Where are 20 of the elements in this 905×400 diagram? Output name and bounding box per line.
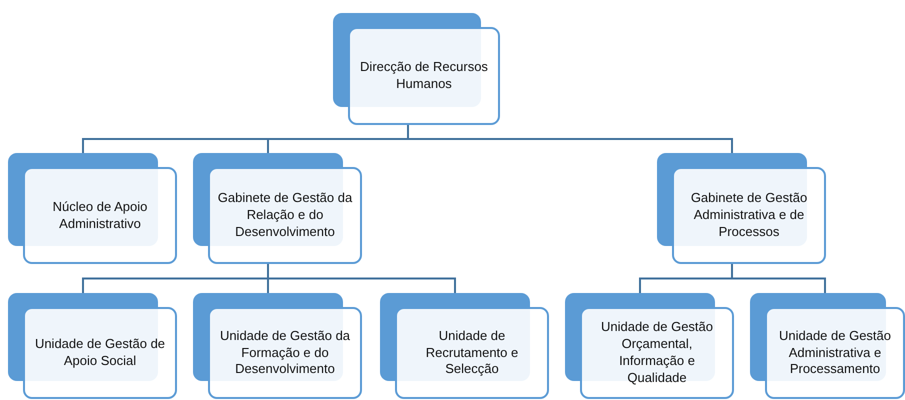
unit-name: Unidade de Recrutamento e Selecção	[424, 328, 520, 378]
org-unit-box	[193, 293, 362, 399]
unit-name: Unidade de Gestão da Formação e do Desenvolvimento	[218, 328, 352, 378]
org-unit-box	[565, 293, 734, 399]
unit-name: Unidade de Gestão Orçamental, Informação e Qualidade	[600, 319, 714, 387]
unit-name: Gabinete de Gestão Administrativa e de Processos	[690, 190, 808, 241]
org-unit-box	[8, 153, 177, 264]
org-unit-box	[333, 13, 500, 125]
unit-name: Unidade de Gestão de Apoio Social	[34, 336, 166, 370]
connector-line	[407, 125, 733, 153]
connector-line	[267, 264, 456, 293]
org-unit-box	[8, 293, 177, 399]
unit-name: Núcleo de Apoio Administrativo	[52, 198, 148, 232]
unit-name: Direcção de Recursos Humanos	[359, 59, 489, 93]
org-unit-box	[750, 293, 905, 399]
unit-name: Gabinete de Gestão da Relação e do Desenvolvimento	[216, 190, 354, 241]
org-unit-box	[193, 153, 362, 264]
org-unit-box	[657, 153, 826, 264]
org-unit-box	[380, 293, 549, 399]
unit-name: Unidade de Gestão Administrativa e Processamento	[778, 328, 892, 378]
